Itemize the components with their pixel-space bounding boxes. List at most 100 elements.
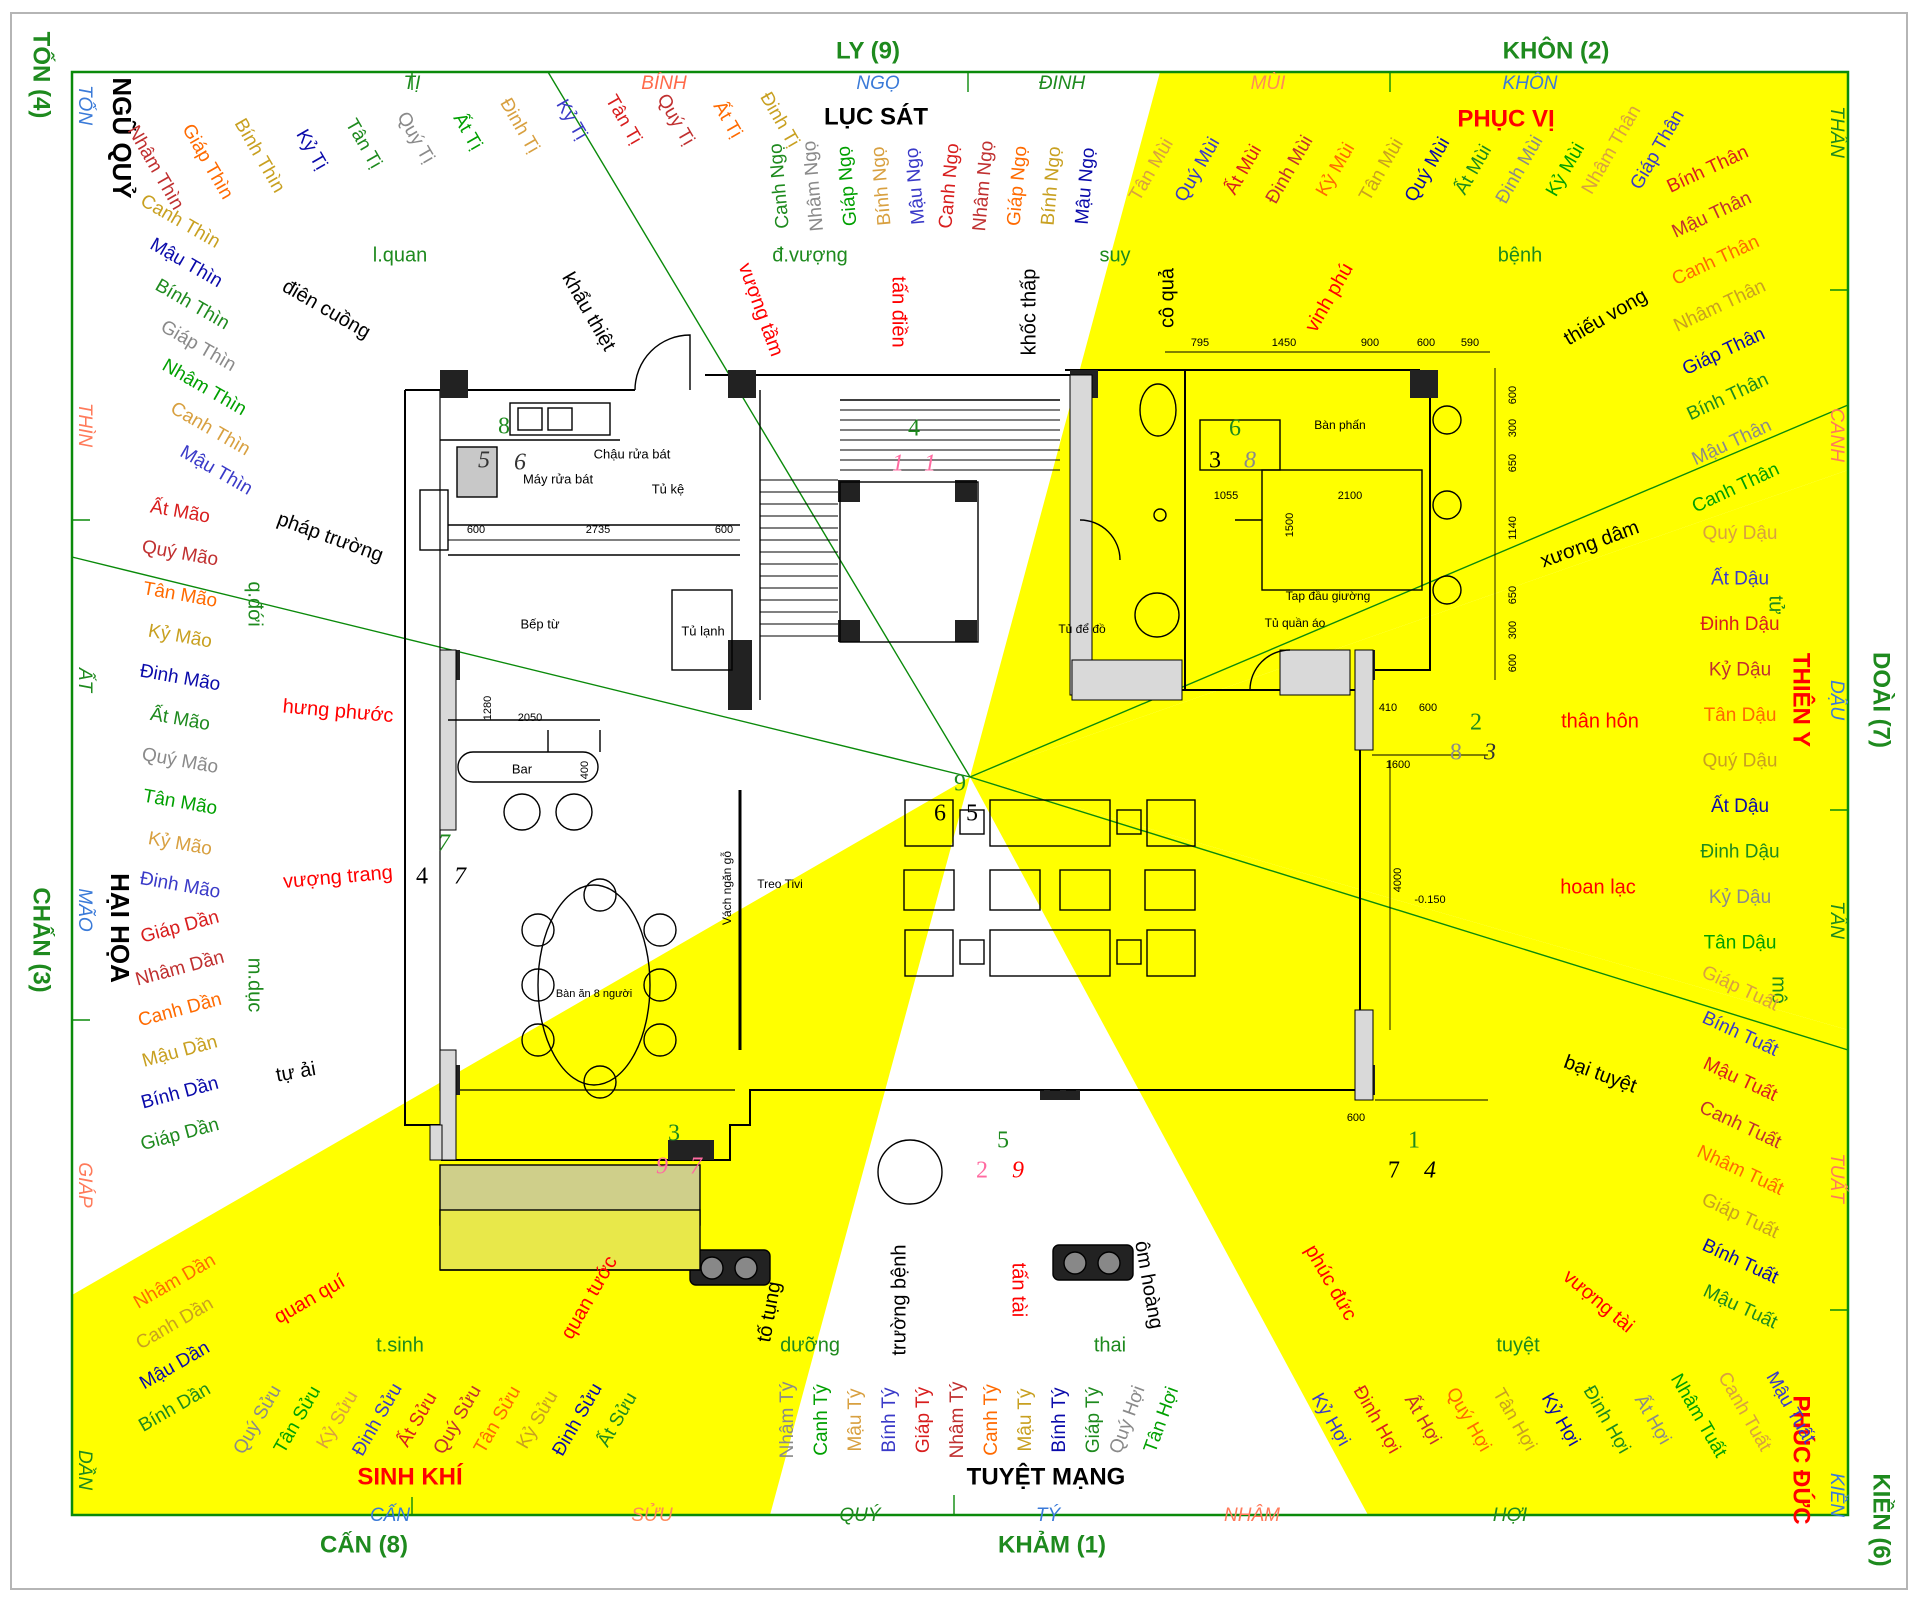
dim-d900: 900: [1361, 337, 1379, 349]
ray-right-16: Kỷ Dậu: [1709, 887, 1771, 908]
room-tu_ke: Tủ kệ: [652, 481, 685, 496]
luck-hoan_lac: hoan lạc: [1560, 876, 1636, 898]
trigram-kham: KHẢM (1): [998, 1529, 1106, 1558]
ray-left-13: Quý Mão: [140, 744, 220, 778]
luck-om_hoang: ôm hoàng: [1130, 1239, 1167, 1330]
dim-d1140: 1140: [1507, 516, 1519, 540]
flying-star-n3b: 3: [1483, 740, 1496, 766]
dim-level: -0.150: [1414, 894, 1445, 906]
dim-d2050: 2050: [518, 712, 542, 724]
stage-mo: mộ: [1768, 976, 1790, 1004]
dim-d300r2: 300: [1507, 621, 1519, 639]
dim-d1450: 1450: [1272, 337, 1296, 349]
ray-top_left-10: Quý Tị: [652, 90, 698, 149]
mountain-ngo: NGỌ: [856, 73, 900, 94]
flying-star-n4b: 4: [416, 864, 428, 890]
mountain-ti: TỊ: [404, 73, 422, 94]
ray-top_left-6: Ất Tị: [449, 109, 487, 154]
luck-tan_tai: tấn tài: [1008, 1263, 1030, 1317]
ray-bottom_center-7: Mậu Tý: [1015, 1388, 1036, 1452]
bedroom: [1079, 383, 1462, 691]
stage-thai: thai: [1094, 1334, 1126, 1356]
stage-duong: dưỡng: [780, 1334, 840, 1356]
flying-star-n9b: 9: [1012, 1158, 1024, 1184]
room-treo_tivi: Treo Tivi: [757, 877, 803, 891]
ray-left-18: Nhâm Dần: [133, 947, 226, 991]
luck-tu_ai: tự ải: [274, 1058, 317, 1087]
flying-star-n1b: 1: [924, 451, 936, 477]
dim-d410: 410: [1379, 702, 1397, 714]
dim-d2735: 2735: [586, 524, 610, 536]
flying-star-n8b: 8: [1244, 448, 1256, 474]
dim-d600e: 600: [1347, 1112, 1365, 1124]
ray-top_center-2: Giáp Ngọ: [834, 145, 862, 227]
mountain-mao: MÃO: [74, 888, 96, 932]
ray-bottom_center-9: Giáp Tý: [1083, 1386, 1104, 1453]
ray-top_center-7: Giáp Ngọ: [1004, 145, 1032, 227]
ray-left-8: Quý Mão: [140, 536, 220, 570]
dim-d650r1: 650: [1507, 454, 1519, 472]
mountain-nham: NHÂM: [1224, 1504, 1280, 1526]
star-luc-sat: LỤC SÁT: [824, 102, 928, 130]
ray-left-7: Ất Mão: [149, 495, 212, 527]
star-tuyet-mang: TUYỆT MẠNG: [967, 1462, 1126, 1490]
flying-star-n3c: 3: [668, 1121, 680, 1147]
dim-d2100: 2100: [1338, 490, 1362, 502]
flying-star-n6c: 6: [934, 801, 946, 827]
stage-m_duc: m.dục: [244, 958, 266, 1012]
room-may_rua_bat: Máy rửa bát: [523, 471, 594, 486]
mountain-quy: QUÝ: [839, 1505, 882, 1526]
ray-right-11: Kỷ Dậu: [1709, 660, 1771, 681]
ray-top_left-3: Kỷ Tị: [292, 126, 332, 174]
ray-top_center-1: Nhâm Ngọ: [799, 140, 828, 232]
mountain-canh: CANH: [1826, 408, 1847, 462]
ray-top_left-11: Ất Tị: [709, 97, 747, 142]
mountain-khon: KHÔN: [1503, 72, 1558, 94]
trigram-can: CẤN (8): [320, 1530, 408, 1558]
sector-phuc-vi: [970, 72, 1848, 777]
hatched-strips: [429, 374, 1374, 1161]
stage-benh: bệnh: [1498, 244, 1543, 266]
flying-star-n8: 8: [498, 414, 510, 440]
ray-left-12: Ất Mão: [149, 703, 212, 735]
flying-star-n4: 4: [908, 416, 920, 442]
ray-left-16: Đinh Mão: [138, 868, 222, 903]
ray-bottom_center-0: Nhâm Tý: [777, 1381, 798, 1458]
room-tu_de_do: Tủ để đồ: [1058, 622, 1106, 636]
stage-tu: tử: [1765, 596, 1787, 615]
ray-left-11: Đinh Mão: [138, 661, 222, 696]
stage-q_doi: q.đới: [244, 581, 266, 626]
stage-l_quan: l.quan: [373, 244, 428, 266]
ray-top_left-7: Đinh Tị: [495, 95, 543, 157]
ray-left-10: Kỷ Mão: [147, 621, 214, 653]
flying-star-n7d: 7: [1388, 1158, 1400, 1184]
star-phuc-duc: PHÚC ĐỨC: [1788, 1395, 1816, 1524]
ray-top_left-9: Tân Tị: [601, 91, 646, 148]
ray-left-20: Mậu Dần: [140, 1031, 220, 1071]
ray-right-12: Tân Dậu: [1704, 705, 1777, 726]
mountain-dau: DẬU: [1826, 680, 1848, 720]
flying-star-n7b: 7: [454, 864, 467, 890]
division-lines: [71, 71, 1849, 1051]
ray-top_left-12: Đinh Tị: [755, 89, 803, 151]
trigram-ton: TỐN (4): [28, 32, 56, 119]
ray-top_left-2: Bính Thìn: [230, 115, 289, 197]
trigram-khon: KHÔN (2): [1503, 36, 1610, 64]
sector-phuc-duc: [970, 777, 1848, 1515]
flying-star-n5: 5: [478, 448, 490, 474]
ray-top_left-5: Quý Tị: [392, 108, 438, 167]
stage-tuyet: tuyệt: [1496, 1334, 1540, 1356]
dim-d795: 795: [1191, 337, 1209, 349]
dim-d1280: 1280: [482, 696, 494, 720]
luck-khau_thiet: khẩu thiệt: [557, 269, 620, 355]
ray-top_left-1: Giáp Thìn: [178, 121, 238, 203]
mountain-mui: MÙI: [1251, 72, 1287, 94]
ray-left-17: Giáp Dần: [138, 907, 221, 948]
ray-right-10: Đinh Dậu: [1700, 614, 1779, 635]
ray-bottom_center-6: Canh Tý: [981, 1384, 1002, 1456]
ray-bottom_center-4: Giáp Tý: [913, 1386, 934, 1453]
mountain-dan: DẦN: [74, 1450, 96, 1490]
ray-left-21: Bính Dần: [139, 1073, 221, 1114]
ray-bottom_center-2: Mậu Tý: [845, 1388, 866, 1452]
ray-top_left-4: Tân Tị: [341, 115, 386, 172]
